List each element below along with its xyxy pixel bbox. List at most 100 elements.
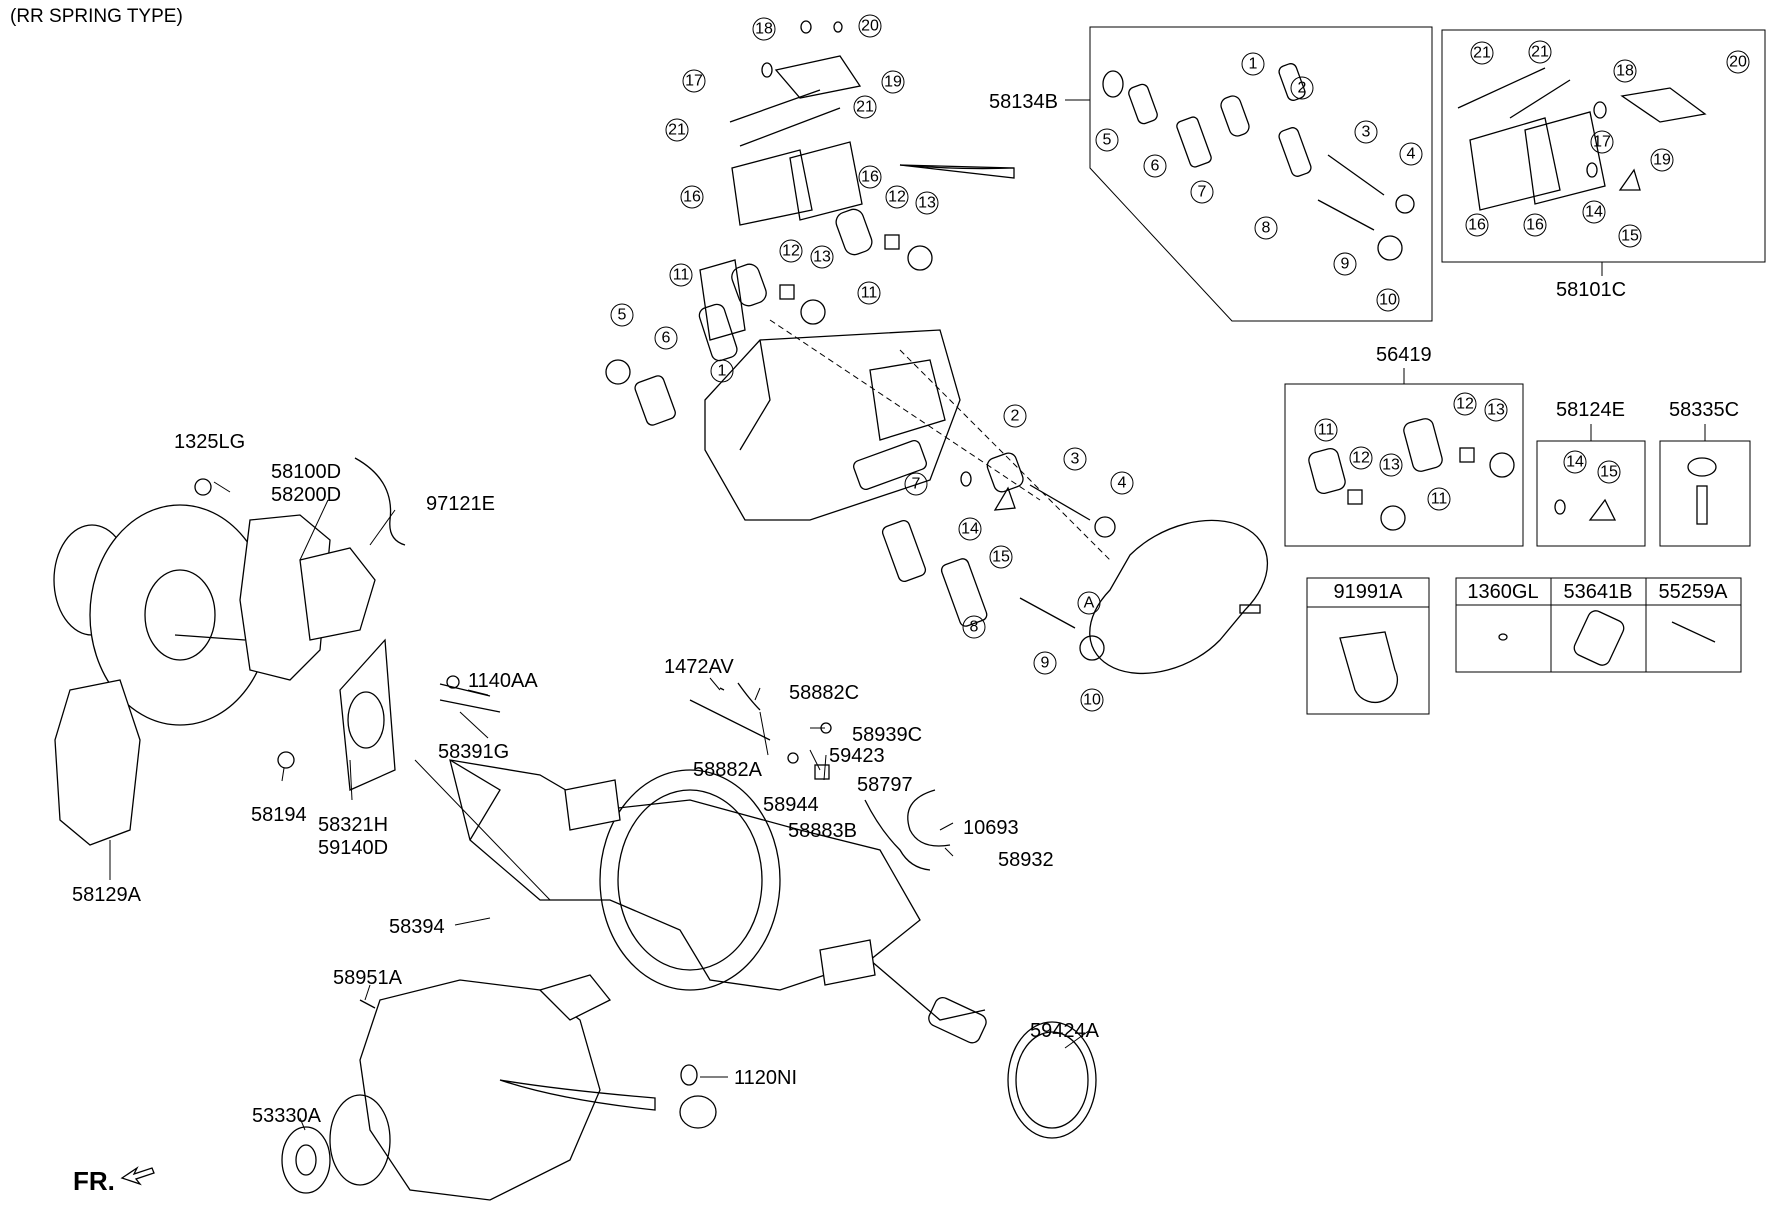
svg-text:1: 1 bbox=[1249, 56, 1258, 73]
callout-15-kit: 15 bbox=[1618, 224, 1642, 248]
svg-text:16: 16 bbox=[861, 169, 879, 186]
label-59140d: 59140D bbox=[318, 837, 388, 859]
svg-text:1: 1 bbox=[718, 363, 727, 380]
svg-text:A: A bbox=[1084, 595, 1095, 612]
callout-2-kit: 2 bbox=[1290, 76, 1314, 100]
callout-16-left: 16 bbox=[680, 185, 704, 209]
callout-19-top: 19 bbox=[881, 70, 905, 94]
callout-1-kit: 1 bbox=[1241, 52, 1265, 76]
callout-20-top: 20 bbox=[858, 14, 882, 38]
callout-6-kit: 6 bbox=[1143, 154, 1167, 178]
svg-text:15: 15 bbox=[992, 549, 1010, 566]
label-55259a: 55259A bbox=[1659, 581, 1729, 603]
label-58932: 58932 bbox=[998, 849, 1054, 871]
callout-11-right: 11 bbox=[857, 281, 881, 305]
svg-text:21: 21 bbox=[1531, 44, 1549, 61]
kit-box-58124e bbox=[1536, 424, 1646, 547]
callout-12-56419-right: 12 bbox=[1453, 392, 1477, 416]
callout-9-main: 9 bbox=[1033, 651, 1057, 675]
hub-disc-assembly bbox=[53, 457, 501, 846]
callout-4-kit: 4 bbox=[1399, 142, 1423, 166]
svg-text:21: 21 bbox=[668, 122, 686, 139]
svg-text:3: 3 bbox=[1071, 451, 1080, 468]
label-58129a: 58129A bbox=[72, 884, 142, 906]
svg-text:21: 21 bbox=[856, 99, 874, 116]
svg-text:12: 12 bbox=[1352, 450, 1370, 467]
svg-text:10: 10 bbox=[1083, 692, 1101, 709]
callout-10-kit: 10 bbox=[1376, 288, 1400, 312]
kit-58335c-parts bbox=[1687, 457, 1717, 525]
clip-91991a bbox=[1339, 631, 1398, 703]
kit-58124e-parts bbox=[1554, 498, 1617, 521]
callout-11-left: 11 bbox=[669, 263, 693, 287]
callout-21-kit-left: 21 bbox=[1470, 41, 1494, 65]
label-91991a: 91991A bbox=[1334, 581, 1404, 603]
axle-housing bbox=[414, 759, 987, 1044]
label-58101c: 58101C bbox=[1556, 279, 1626, 301]
callout-12-lower: 12 bbox=[779, 239, 803, 263]
callout-8-main: 8 bbox=[962, 615, 986, 639]
svg-text:8: 8 bbox=[970, 619, 979, 636]
label-58200d: 58200D bbox=[271, 484, 341, 506]
callout-12-56419-left: 12 bbox=[1349, 446, 1373, 470]
differential-carrier bbox=[281, 974, 1097, 1201]
svg-text:20: 20 bbox=[1729, 54, 1747, 71]
svg-text:2: 2 bbox=[1011, 408, 1020, 425]
label-58951a: 58951A bbox=[333, 967, 403, 989]
callout-16-right: 16 bbox=[858, 165, 882, 189]
svg-text:7: 7 bbox=[1198, 184, 1207, 201]
callout-9-kit: 9 bbox=[1333, 252, 1357, 276]
kit-56419-parts bbox=[1308, 418, 1515, 531]
callout-13-56419-right: 13 bbox=[1484, 398, 1508, 422]
label-58939c: 58939C bbox=[852, 724, 922, 746]
svg-text:12: 12 bbox=[1456, 396, 1474, 413]
label-1140aa: 1140AA bbox=[468, 670, 538, 692]
callout-21-top-left: 21 bbox=[665, 118, 689, 142]
callout-13-upper: 13 bbox=[915, 191, 939, 215]
kit-58101c-parts bbox=[1457, 67, 1707, 211]
label-58124e: 58124E bbox=[1556, 399, 1625, 421]
svg-text:11: 11 bbox=[861, 285, 878, 302]
diagram-header: (RR SPRING TYPE) bbox=[10, 6, 183, 27]
callout-17-kit: 17 bbox=[1590, 130, 1614, 154]
kit-box-91991a bbox=[1306, 577, 1430, 715]
fr-arrow-icon bbox=[120, 1166, 155, 1186]
callout-19-kit: 19 bbox=[1650, 148, 1674, 172]
label-1360gl: 1360GL bbox=[1467, 581, 1538, 603]
label-58134b: 58134B bbox=[989, 91, 1058, 113]
air-lines bbox=[689, 682, 951, 871]
callout-3-kit: 3 bbox=[1354, 120, 1378, 144]
label-58391g: 58391G bbox=[438, 741, 509, 763]
svg-text:19: 19 bbox=[1653, 152, 1671, 169]
svg-text:6: 6 bbox=[662, 330, 671, 347]
svg-text:17: 17 bbox=[1593, 134, 1611, 151]
pad-stack-parts bbox=[605, 20, 1116, 661]
callout-15-main: 15 bbox=[989, 545, 1013, 569]
callout-14-58124e: 14 bbox=[1563, 450, 1587, 474]
callout-7-main: 7 bbox=[904, 472, 928, 496]
svg-text:3: 3 bbox=[1362, 124, 1371, 141]
callout-7-kit: 7 bbox=[1190, 180, 1214, 204]
svg-text:9: 9 bbox=[1041, 655, 1050, 672]
callout-3-main: 3 bbox=[1063, 447, 1087, 471]
svg-text:18: 18 bbox=[1616, 63, 1634, 80]
label-58797: 58797 bbox=[857, 774, 913, 796]
svg-text:14: 14 bbox=[1585, 204, 1603, 221]
callout-4-main: 4 bbox=[1110, 471, 1134, 495]
callout-5-kit: 5 bbox=[1095, 128, 1119, 152]
label-56419: 56419 bbox=[1376, 344, 1432, 366]
callout-12-upper: 12 bbox=[885, 185, 909, 209]
svg-text:12: 12 bbox=[888, 189, 906, 206]
label-58394: 58394 bbox=[389, 916, 445, 938]
callout-15-58124e: 15 bbox=[1597, 460, 1621, 484]
svg-text:6: 6 bbox=[1151, 158, 1160, 175]
callout-a: A bbox=[1077, 591, 1101, 615]
svg-text:21: 21 bbox=[1473, 45, 1491, 62]
svg-text:8: 8 bbox=[1262, 220, 1271, 237]
callout-14-kit: 14 bbox=[1582, 200, 1606, 224]
callout-11-56419-right: 11 bbox=[1427, 487, 1451, 511]
svg-text:13: 13 bbox=[1382, 457, 1400, 474]
label-59423: 59423 bbox=[829, 745, 885, 767]
callout-6-main: 6 bbox=[654, 326, 678, 350]
label-58100d: 58100D bbox=[271, 461, 341, 483]
